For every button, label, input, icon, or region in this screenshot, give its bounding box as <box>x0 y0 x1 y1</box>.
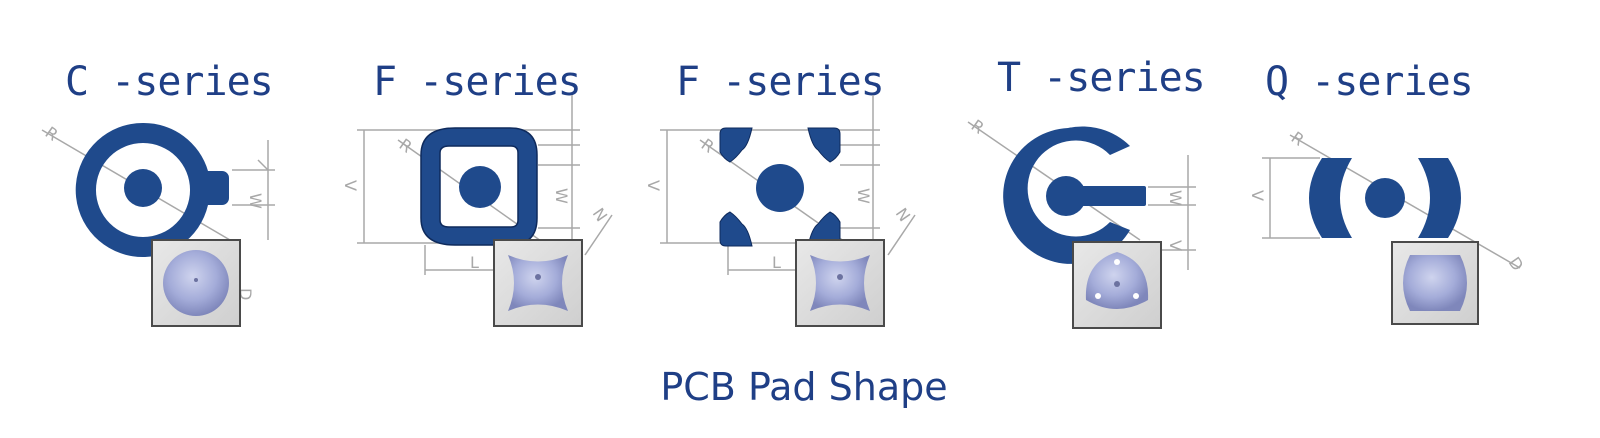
f-series-2-diagram: R V W L N <box>644 95 916 327</box>
c-series-r-label: R <box>42 123 62 145</box>
c-series-pad-shape <box>75 122 229 257</box>
f-series-2-pad-shape <box>719 127 841 247</box>
f-series-1-pad-shape <box>420 127 538 246</box>
series-title-c: C -series <box>65 59 274 105</box>
q-series-pad-shape <box>1309 158 1461 238</box>
f-series-1-w-label: W <box>552 188 571 204</box>
c-series-w-label: W <box>246 193 265 209</box>
series-title-q: Q -series <box>1265 59 1474 105</box>
q-series-dimension-lines <box>1262 134 1521 269</box>
t-series-pad-shape <box>1003 126 1146 264</box>
f-series-1-v-label: V <box>341 180 360 191</box>
f-series-2-v-label: V <box>644 180 663 191</box>
series-title-t: T -series <box>997 55 1206 101</box>
series-title-f1: F -series <box>373 59 582 105</box>
q-series-left-arc <box>1309 158 1352 238</box>
f-series-2-corner-tr <box>807 127 841 163</box>
t-series-dome-photo <box>1072 241 1162 329</box>
q-series-v-label: V <box>1248 190 1267 201</box>
f-series-1-l-label: L <box>470 253 479 272</box>
c-series-dome-photo <box>151 239 241 327</box>
f-series-2-r-label: R <box>698 135 718 157</box>
q-series-diagram: R V D <box>1248 128 1528 325</box>
f-series-2-l-label: L <box>772 253 781 272</box>
t-series-v-label: V <box>1166 240 1185 251</box>
series-title-f2: F -series <box>676 59 885 105</box>
c-series-diagram: R W D <box>41 122 275 327</box>
diagram-caption: PCB Pad Shape <box>660 365 948 409</box>
t-series-w-label: W <box>1166 190 1185 206</box>
f-series-2-w-label: W <box>854 188 873 204</box>
f-series-2-corner-tl <box>719 127 753 163</box>
f-series-2-corner-bl <box>719 211 753 247</box>
f-series-1-diagram: R V W L N <box>341 95 613 327</box>
f-series-2-dome-photo <box>795 239 885 327</box>
t-series-diagram: R W V <box>967 116 1196 329</box>
q-series-right-arc <box>1418 158 1461 238</box>
f-series-1-dome-photo <box>493 239 583 327</box>
f-series-1-r-label: R <box>396 135 416 157</box>
q-series-d-label: D <box>1505 253 1528 274</box>
q-series-r-label: R <box>1288 128 1308 150</box>
q-series-dome-photo <box>1391 241 1479 325</box>
